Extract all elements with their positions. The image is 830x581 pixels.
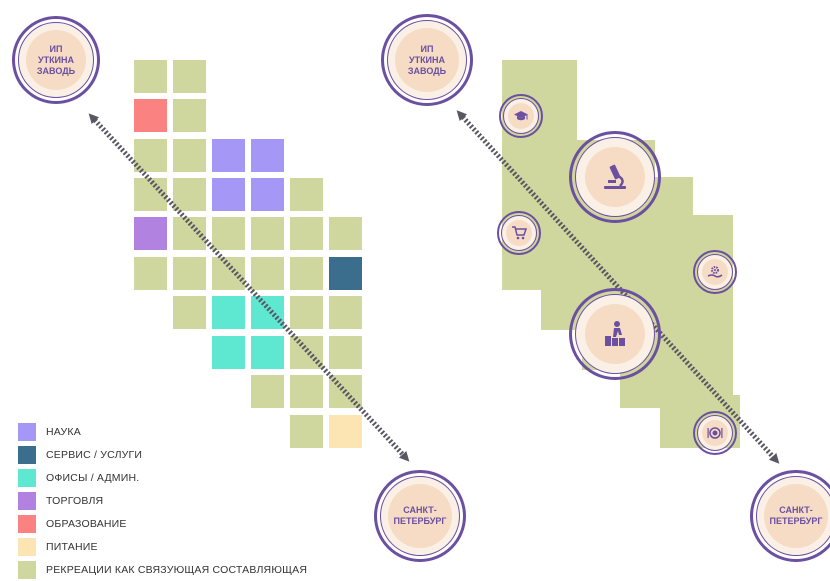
shopping-cart-icon — [512, 226, 527, 240]
hub-utkina-zavod-left: ИП УТКИНА ЗАВОДЬ — [12, 16, 100, 104]
legend-swatch — [18, 445, 36, 464]
legend-swatch — [18, 422, 36, 441]
office-worker-icon — [605, 321, 625, 346]
legend-item-office: ОФИСЫ / АДМИН. — [18, 466, 307, 489]
food-node — [693, 411, 737, 455]
legend-item-education: ОБРАЗОВАНИЕ — [18, 512, 307, 535]
science-node — [569, 131, 661, 223]
hub-label: САНКТ-ПЕТЕРБУРГ — [393, 505, 447, 526]
hub-spb-left: САНКТ-ПЕТЕРБУРГ — [374, 470, 466, 562]
legend-label: ОБРАЗОВАНИЕ — [46, 517, 127, 530]
service-node — [693, 250, 737, 294]
legend-label: ПИТАНИЕ — [46, 540, 98, 553]
hub-label: ИП УТКИНА ЗАВОДЬ — [36, 43, 76, 76]
education-node — [499, 94, 543, 138]
recreation-cell — [173, 60, 206, 93]
graduation-cap-icon — [514, 111, 528, 121]
microscope-icon — [604, 164, 626, 189]
legend-label: ОФИСЫ / АДМИН. — [46, 471, 140, 484]
legend-swatch — [18, 537, 36, 556]
hub-utkina-zavod-right: ИП УТКИНА ЗАВОДЬ — [381, 14, 473, 106]
legend-label: СЕРВИС / УСЛУГИ — [46, 448, 143, 461]
hub-label: САНКТ-ПЕТЕРБУРГ — [769, 505, 823, 526]
route-arrow-left — [88, 113, 410, 462]
dinner-plate-icon — [707, 427, 723, 439]
trade-node — [497, 211, 541, 255]
legend: НАУКА СЕРВИС / УСЛУГИ ОФИСЫ / АДМИН. ТОР… — [18, 420, 307, 581]
office-node — [569, 288, 661, 380]
legend-label: ТОРГОВЛЯ — [46, 494, 104, 507]
hub-spb-right: САНКТ-ПЕТЕРБУРГ — [750, 470, 830, 562]
legend-label: НАУКА — [46, 425, 81, 438]
legend-swatch — [18, 514, 36, 533]
recreation-cell — [134, 60, 167, 93]
hub-label: ИП УТКИНА ЗАВОДЬ — [407, 43, 447, 76]
legend-swatch — [18, 491, 36, 510]
gear-hand-icon — [707, 266, 723, 278]
legend-item-science: НАУКА — [18, 420, 307, 443]
legend-swatch — [18, 468, 36, 487]
legend-item-trade: ТОРГОВЛЯ — [18, 489, 307, 512]
legend-item-service: СЕРВИС / УСЛУГИ — [18, 443, 307, 466]
legend-item-food: ПИТАНИЕ — [18, 535, 307, 558]
